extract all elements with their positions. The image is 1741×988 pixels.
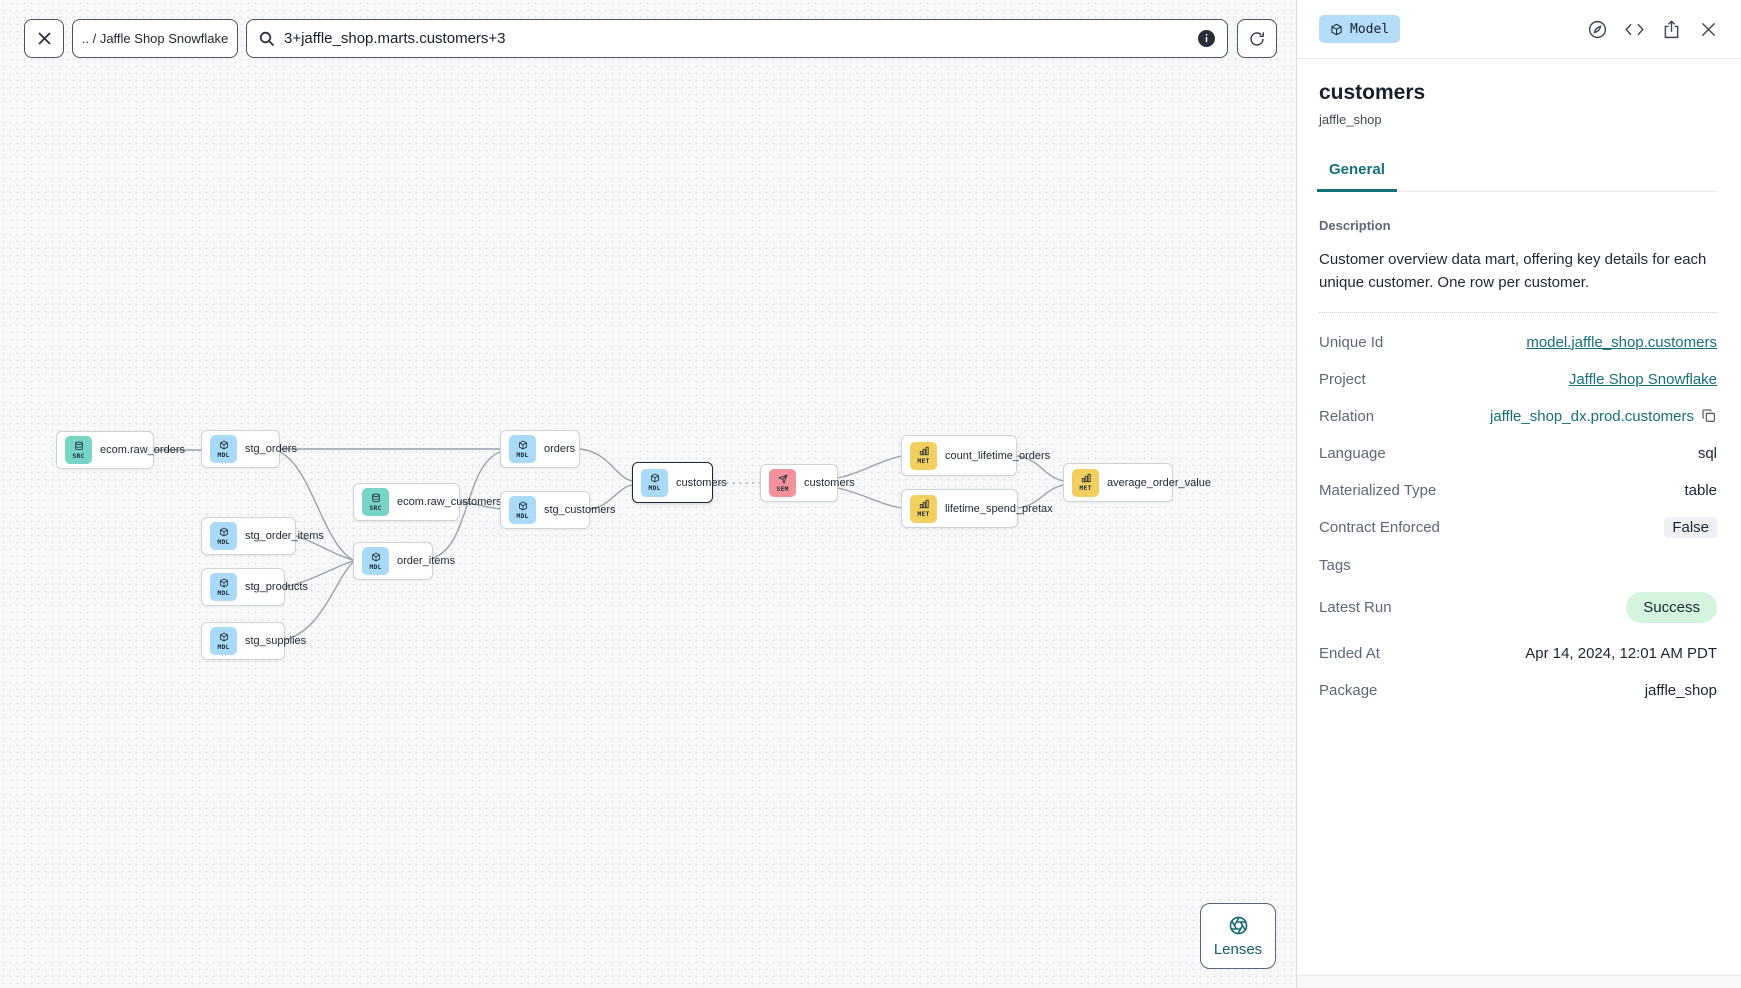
edge-semantic-lifetime-spend xyxy=(837,487,902,509)
model-node-icon: MDL xyxy=(509,496,536,524)
refresh-button[interactable] xyxy=(1237,19,1277,58)
copy-icon[interactable] xyxy=(1701,408,1717,424)
model-cube-icon xyxy=(1330,23,1343,36)
row-latest-run: Latest Run Success xyxy=(1319,592,1717,623)
semantic-node-icon: SEM xyxy=(769,469,796,497)
edge-count-average xyxy=(1016,455,1064,482)
refresh-icon xyxy=(1250,31,1264,46)
view-code-button[interactable] xyxy=(1624,19,1645,40)
project-link[interactable]: Jaffle Shop Snowflake xyxy=(1568,370,1717,388)
edge-lifetime-average xyxy=(1017,484,1064,509)
description-text: Customer overview data mart, offering ke… xyxy=(1319,251,1707,291)
divider xyxy=(1319,312,1717,313)
metric-node-icon: MET xyxy=(910,494,937,523)
edge-stg-products-order-items xyxy=(284,560,354,588)
graph-node-orders[interactable]: MDL orders xyxy=(500,430,580,468)
description-label: Description xyxy=(1319,218,1391,233)
model-node-icon: MDL xyxy=(210,435,237,463)
search-input[interactable] xyxy=(284,30,1189,47)
metric-node-icon: MET xyxy=(1072,468,1099,497)
graph-node-customers-semantic[interactable]: SEM customers xyxy=(760,464,855,502)
metric-node-icon: MET xyxy=(910,441,937,470)
row-language: Language sql xyxy=(1319,444,1717,462)
edge-stg-orders-order-items xyxy=(279,451,354,561)
panel-tabs: General xyxy=(1317,161,1717,192)
model-node-icon: MDL xyxy=(509,435,536,463)
edge-stg-supplies-order-items xyxy=(284,561,354,641)
unique-id-link[interactable]: model.jaffle_shop.customers xyxy=(1526,333,1717,351)
edge-semantic-count-lifetime xyxy=(837,455,902,479)
detail-panel: Model customers jaffle_shop General Desc… xyxy=(1297,0,1741,988)
graph-node-lifetime-spend-pretax[interactable]: MET lifetime_spend_pretax xyxy=(901,489,1053,528)
lineage-canvas[interactable]: .. / Jaffle Shop Snowflake SRC ecom.raw_… xyxy=(0,0,1297,988)
edge-order-items-orders xyxy=(432,451,501,559)
graph-node-ecom-raw-customers[interactable]: SRC ecom.raw_customers xyxy=(353,483,502,521)
share-button[interactable] xyxy=(1661,19,1682,40)
explore-lens-button[interactable] xyxy=(1587,19,1608,40)
ended-at-value: Apr 14, 2024, 12:01 AM PDT xyxy=(1525,644,1717,662)
breadcrumb[interactable]: .. / Jaffle Shop Snowflake xyxy=(72,19,238,58)
edge-stg-order-items-order-items xyxy=(295,535,354,561)
source-node-icon: SRC xyxy=(65,436,92,464)
model-node-icon: MDL xyxy=(210,627,237,655)
graph-node-stg-order-items[interactable]: MDL stg_order_items xyxy=(201,517,324,555)
row-contract-enforced: Contract Enforced False xyxy=(1319,517,1717,538)
package-value: jaffle_shop xyxy=(1644,681,1717,699)
panel-footer xyxy=(1297,975,1741,988)
page-title: customers xyxy=(1319,81,1426,104)
lineage-search[interactable] xyxy=(246,19,1228,58)
row-materialized-type: Materialized Type table xyxy=(1319,481,1717,499)
contract-enforced-chip: False xyxy=(1664,517,1717,538)
package-subtitle: jaffle_shop xyxy=(1319,112,1382,127)
graph-node-stg-supplies[interactable]: MDL stg_supplies xyxy=(201,622,306,660)
tab-general[interactable]: General xyxy=(1317,161,1397,192)
row-ended-at: Ended At Apr 14, 2024, 12:01 AM PDT xyxy=(1319,644,1717,662)
lenses-button[interactable]: Lenses xyxy=(1200,903,1276,969)
row-project: Project Jaffle Shop Snowflake xyxy=(1319,370,1717,388)
lenses-label: Lenses xyxy=(1213,940,1263,958)
edge-stg-customers-customers xyxy=(589,484,633,510)
graph-node-stg-products[interactable]: MDL stg_products xyxy=(201,568,308,606)
breadcrumb-label: .. / Jaffle Shop Snowflake xyxy=(81,31,229,46)
row-unique-id: Unique Id model.jaffle_shop.customers xyxy=(1319,333,1717,351)
source-node-icon: SRC xyxy=(362,488,389,516)
graph-node-stg-customers[interactable]: MDL stg_customers xyxy=(500,491,616,529)
lineage-edges xyxy=(154,448,1064,641)
panel-body: customers jaffle_shop General Descriptio… xyxy=(1297,59,1741,975)
close-lineage-button[interactable] xyxy=(24,19,64,58)
model-node-icon: MDL xyxy=(641,468,668,497)
row-tags: Tags xyxy=(1319,556,1351,574)
model-node-icon: MDL xyxy=(362,547,389,575)
edge-orders-customers xyxy=(579,448,633,482)
row-relation: Relation jaffle_shop_dx.prod.customers xyxy=(1319,406,1717,426)
graph-node-customers-selected[interactable]: MDL customers xyxy=(632,462,727,503)
search-icon xyxy=(259,31,275,46)
relation-value: jaffle_shop_dx.prod.customers xyxy=(1489,407,1694,425)
graph-node-average-order-value[interactable]: MET average_order_value xyxy=(1063,463,1211,502)
close-panel-button[interactable] xyxy=(1698,19,1719,40)
edge-raw-customers-stg-customers xyxy=(459,501,501,510)
graph-node-ecom-raw-orders[interactable]: SRC ecom.raw_orders xyxy=(56,431,185,469)
materialized-type-value: table xyxy=(1684,481,1717,499)
panel-header: Model xyxy=(1297,0,1741,59)
model-node-icon: MDL xyxy=(210,522,237,550)
row-package: Package jaffle_shop xyxy=(1319,681,1717,699)
status-badge: Success xyxy=(1626,592,1717,623)
close-icon xyxy=(37,32,51,45)
graph-node-count-lifetime-orders[interactable]: MET count_lifetime_orders xyxy=(901,435,1050,476)
resource-type-badge: Model xyxy=(1319,15,1401,43)
aperture-icon xyxy=(1229,916,1247,934)
model-node-icon: MDL xyxy=(210,573,237,601)
graph-node-stg-orders[interactable]: MDL stg_orders xyxy=(201,430,297,468)
info-icon[interactable] xyxy=(1198,30,1215,47)
graph-node-order-items[interactable]: MDL order_items xyxy=(353,542,455,580)
language-value: sql xyxy=(1697,444,1717,462)
